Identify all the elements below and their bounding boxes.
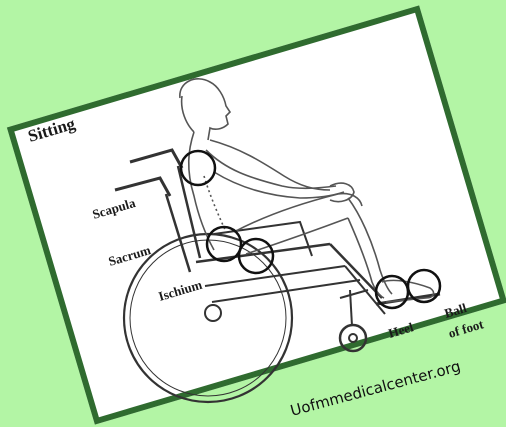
seated-figure bbox=[180, 79, 434, 302]
push-handle-lower bbox=[115, 178, 170, 196]
ischium-label: Ischium bbox=[157, 277, 204, 304]
watermark: Uofmmedicalcenter.org bbox=[288, 357, 462, 420]
ball-of-foot-label-line1: Ball bbox=[443, 300, 469, 321]
wheel-hub bbox=[205, 305, 221, 321]
heel-label: Heel bbox=[387, 319, 416, 341]
title-label: Sitting bbox=[26, 114, 78, 146]
front-caster bbox=[340, 325, 366, 351]
sacrum-label: Sacrum bbox=[107, 242, 153, 269]
scapula-circle bbox=[181, 151, 215, 185]
head bbox=[180, 79, 230, 140]
ball-of-foot-label-line2: of foot bbox=[447, 316, 486, 341]
scapula-label: Scapula bbox=[91, 195, 138, 222]
push-handle-upper bbox=[130, 150, 182, 168]
